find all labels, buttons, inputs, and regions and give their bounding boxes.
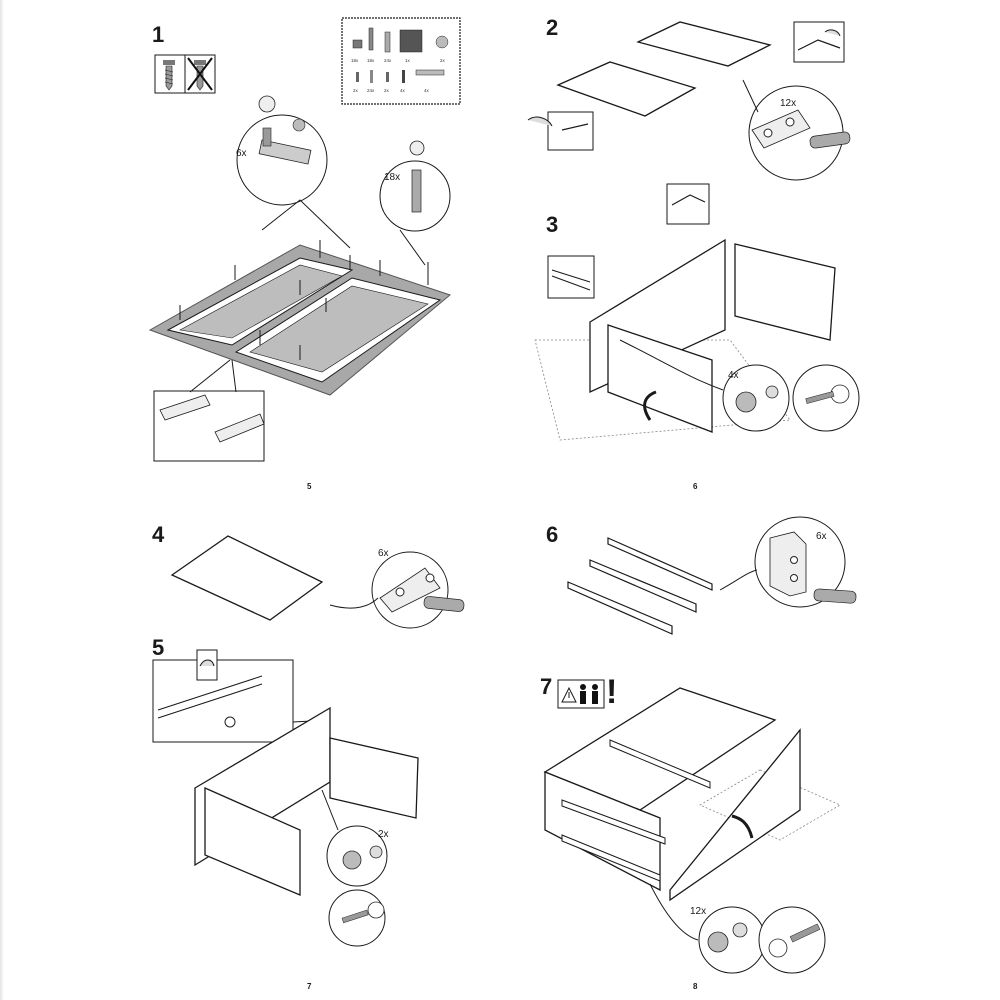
- steps-2-3-illustration: 12x 4x: [527, 21, 860, 441]
- detail-box-step5: [152, 649, 331, 743]
- no-screw-icon: [184, 54, 216, 94]
- parts-box: 18x 18x 24x 1x 2x 2x 24x 2x 4x 4x: [341, 17, 461, 105]
- rail-1: [607, 537, 713, 591]
- hand-detail-top: [793, 21, 845, 63]
- page-edge-shadow: [0, 0, 4, 500]
- svg-text:18x: 18x: [351, 58, 359, 63]
- svg-text:6x: 6x: [236, 148, 247, 159]
- step-number-5: 5: [152, 635, 165, 660]
- rotate-arrow: [731, 814, 754, 839]
- page-number: 8: [693, 982, 698, 991]
- step-number-4: 4: [152, 522, 165, 547]
- step-1-illustration: 18x 18x 24x 1x 2x 2x 24x 2x 4x 4x 6x: [148, 17, 461, 462]
- rotate-arrow: [643, 390, 657, 421]
- hardware-pins: [179, 240, 429, 360]
- svg-text:2x: 2x: [378, 829, 389, 840]
- step-number-6: 6: [546, 522, 559, 547]
- steps-4-5-illustration: 6x 2x: [152, 535, 465, 947]
- rail-3: [567, 581, 673, 635]
- two-person-icon: [580, 684, 598, 704]
- manual-page-7: 4 5 6x: [0, 500, 500, 1000]
- svg-text:4x: 4x: [424, 88, 430, 93]
- floor-outline: [699, 769, 841, 841]
- corner-detail-box: [153, 359, 265, 462]
- dowel-detail-callout: 18x: [379, 140, 451, 266]
- panel-front: [607, 324, 713, 433]
- svg-text:2x: 2x: [440, 58, 446, 63]
- rail-middle: [561, 799, 666, 845]
- cam-callout-step3: 4x: [619, 339, 860, 432]
- svg-text:18x: 18x: [384, 172, 400, 183]
- svg-text:4x: 4x: [400, 88, 406, 93]
- cam-callout-step5: 2x: [321, 789, 389, 947]
- rail-detail-step3: [547, 255, 595, 299]
- svg-text:2x: 2x: [384, 88, 390, 93]
- svg-text:24x: 24x: [367, 88, 375, 93]
- hand-detail-step3: [666, 183, 710, 225]
- dowel-callout-step6: 6x: [719, 516, 857, 608]
- svg-text:18x: 18x: [367, 58, 375, 63]
- step-number-1: 1: [152, 22, 165, 47]
- svg-text:24x: 24x: [384, 58, 392, 63]
- page-number: 5: [307, 482, 312, 491]
- svg-text:12x: 12x: [690, 906, 706, 917]
- panel-side: [734, 243, 836, 341]
- hinge-detail-callout: 6x: [236, 95, 351, 249]
- panel-front-step5: [204, 787, 301, 896]
- panel-lower: [556, 61, 697, 117]
- front-frame: [544, 771, 661, 892]
- svg-text:6x: 6x: [816, 531, 827, 542]
- page-number: 6: [693, 482, 698, 491]
- svg-text:2x: 2x: [353, 88, 359, 93]
- hand-detail-left: [527, 111, 594, 151]
- screw-icon: [154, 54, 186, 94]
- step-number-2: 2: [546, 15, 559, 40]
- step-number-7: 7: [540, 674, 553, 699]
- rug-frame-assembly: [148, 244, 452, 396]
- rail-2: [589, 559, 697, 613]
- rail-bottom: [561, 834, 661, 882]
- panel-side-step5: [329, 737, 419, 819]
- step-number-3: 3: [546, 212, 559, 237]
- svg-text:1x: 1x: [405, 58, 411, 63]
- manual-page-5: 1 18x 18x: [0, 0, 500, 500]
- side-panel: [669, 728, 801, 902]
- panel-upper: [636, 21, 772, 67]
- dowel-callout-step2: 12x: [742, 79, 851, 181]
- steps-6-7-illustration: 6x 12x: [543, 516, 857, 974]
- page-number: 7: [307, 982, 312, 991]
- rail-top: [609, 739, 711, 789]
- svg-text:6x: 6x: [378, 548, 389, 559]
- cam-callout-step7: 12x: [649, 883, 826, 974]
- panel-step4: [170, 535, 324, 621]
- warning-mark: !: [606, 673, 618, 711]
- svg-text:4x: 4x: [728, 370, 739, 381]
- manual-page-6: 2 3 12x: [500, 0, 1000, 500]
- page-edge-shadow: [0, 500, 4, 1000]
- svg-text:12x: 12x: [780, 98, 796, 109]
- dowel-callout-step4: 6x: [329, 548, 465, 629]
- manual-page-8: 6 7 ! 6x: [500, 500, 1000, 1000]
